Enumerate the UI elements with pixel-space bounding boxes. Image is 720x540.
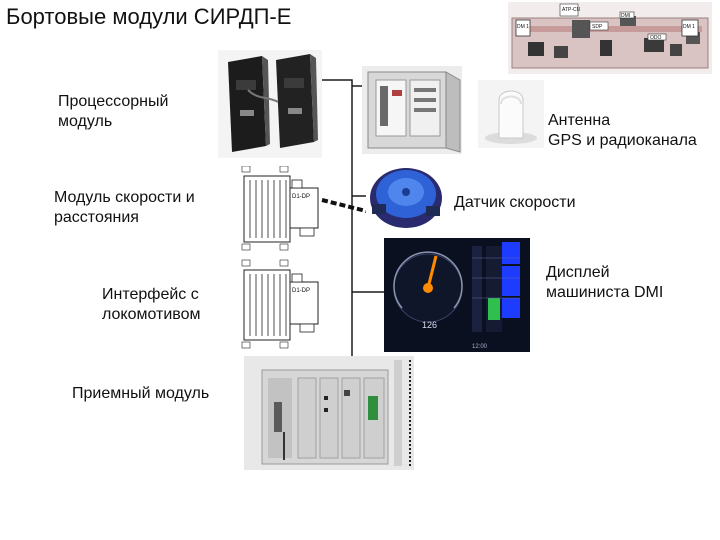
module-tag-2: D1-DP bbox=[292, 288, 310, 294]
cabinet-image bbox=[362, 66, 462, 154]
module-tag-1: D1-DP bbox=[292, 194, 310, 200]
train-tag-5: DMI bbox=[621, 13, 630, 19]
label-receiver-module: Приемный модуль bbox=[72, 384, 209, 404]
train-tag-1: ATP-CU bbox=[562, 7, 581, 13]
loco-interface-image: D1-DP bbox=[236, 258, 328, 352]
receiver-module-image bbox=[244, 356, 414, 470]
train-schematic-image: ATP-CU DM 1 DM 1 SDP DMI ODO bbox=[508, 2, 712, 74]
label-processor-module: Процессорный модуль bbox=[58, 92, 168, 132]
label-speed-module: Модуль скорости и расстояния bbox=[54, 188, 195, 228]
label-speed-sensor: Датчик скорости bbox=[454, 193, 576, 213]
label-loco-interface: Интерфейс с локомотивом bbox=[102, 285, 201, 325]
train-tag-4: SDP bbox=[592, 24, 603, 30]
antenna-image bbox=[478, 80, 544, 148]
dmi-speed-value: 126 bbox=[422, 320, 437, 330]
processor-module-image bbox=[218, 50, 322, 158]
train-tag-6: ODO bbox=[650, 35, 662, 41]
speed-sensor-image bbox=[366, 158, 446, 232]
train-tag-3: DM 1 bbox=[683, 24, 695, 30]
train-tag-2: DM 1 bbox=[517, 24, 529, 30]
dmi-display-image: 126 12:00 bbox=[384, 238, 530, 352]
label-dmi: Дисплей машиниста DMI bbox=[546, 263, 663, 303]
sensor-cable bbox=[322, 200, 370, 212]
speed-module-image: D1-DP bbox=[236, 166, 328, 254]
label-antenna: Антенна GPS и радиоканала bbox=[548, 111, 697, 151]
dmi-bottom-text: 12:00 bbox=[472, 344, 488, 350]
